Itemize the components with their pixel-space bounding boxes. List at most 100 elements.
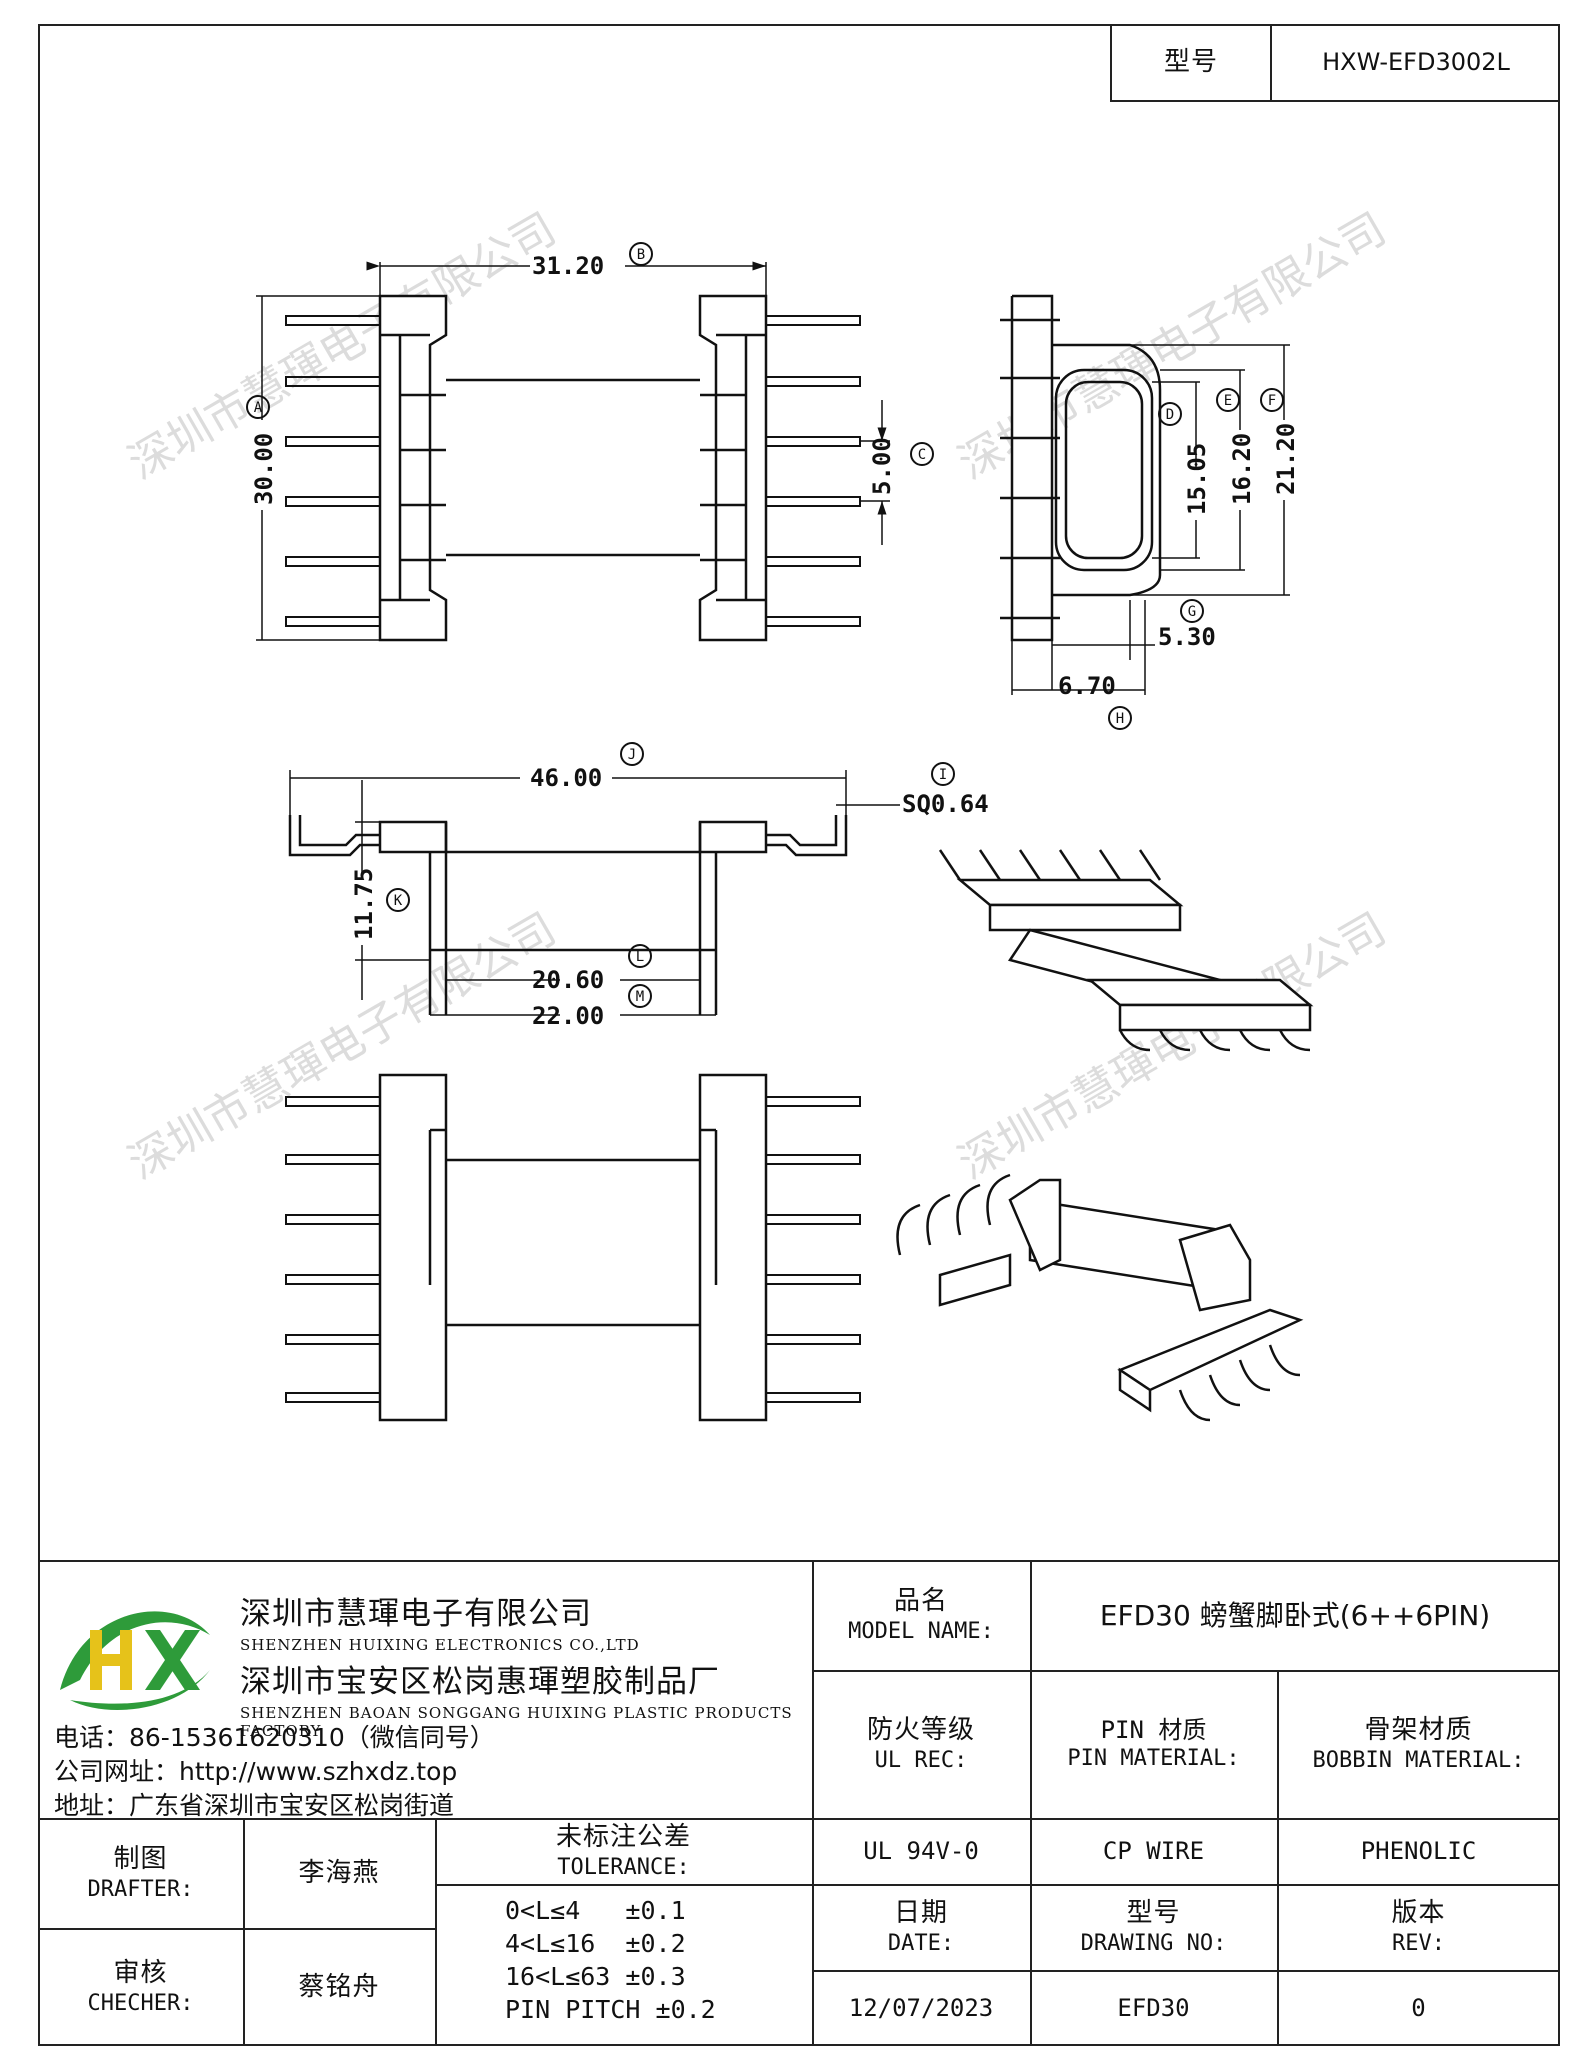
bobbin-value-cell: PHENOLIC [1277,1818,1560,1884]
ul-cn: 防火等级 [866,1715,975,1745]
model-name-en: MODEL NAME: [848,1618,994,1644]
checker-cn: 审核 [113,1958,168,1988]
marker-g: G [1188,604,1196,620]
dim-h-text: 6.70 [1058,672,1116,700]
factory-name-cn: 深圳市宝安区松岗惠琿塑胶制品厂 [240,1664,720,1700]
drafter-name: 李海燕 [298,1857,380,1888]
tolerance-item: 0<L≤4 ±0.1 [505,1896,686,1925]
drawing-no-value-cell: EFD30 [1030,1970,1277,2046]
title-block-top [38,1560,1560,1562]
checker-label-cell: 审核 CHECHER: [38,1928,243,2046]
rev-value: 0 [1411,1994,1426,2022]
dim-a-text: 30.00 [250,433,278,505]
dim-k-text: 11.75 [350,868,378,940]
watermark-text: 深圳市慧琿电子有限公司 [120,903,565,1189]
model-label-cell: 型号 [1110,24,1270,102]
grid-line [38,1818,1560,1820]
ul-value: UL 94V-0 [863,1837,979,1865]
drawing-en: DRAWING NO: [1080,1930,1227,1956]
marker-h: H [1116,711,1124,727]
tolerance-item: 4<L≤16 ±0.2 [505,1929,686,1958]
marker-k: K [394,893,403,909]
marker-f: F [1268,393,1276,409]
marker-a: A [254,400,263,416]
marker-c: C [918,447,926,463]
dim-d-text: 15.05 [1183,443,1211,515]
marker-i: I [939,767,947,783]
model-value-cell: HXW-EFD3002L [1270,24,1560,102]
tolerance-item: PIN PITCH ±0.2 [505,1995,716,2024]
ul-value-cell: UL 94V-0 [812,1818,1030,1884]
tolerance-item: 16<L≤63 ±0.3 [505,1962,686,1991]
grid-line [812,1970,1560,1972]
company-phone: 电话：86-15361620310（微信同号） [54,1723,495,1752]
side-view [1000,294,1290,695]
dim-m-text: 22.00 [532,1002,604,1030]
grid-line [1030,1560,1032,2046]
dim-f-text: 21.20 [1272,423,1300,495]
rev-label-cell: 版本 REV: [1277,1884,1560,1970]
grid-line [243,1818,245,2046]
pin-en: PIN MATERIAL: [1067,1746,1240,1772]
front-view [288,770,900,1016]
company-name-cn: 深圳市慧琿电子有限公司 [240,1596,592,1632]
watermark-text: 深圳市慧琿电子有限公司 [950,903,1395,1189]
date-cn: 日期 [893,1898,948,1928]
company-website[interactable]: 公司网址：http://www.szhxdz.top [54,1757,458,1786]
isometric-view-top [938,849,1314,1052]
checker-en: CHECHER: [87,1990,194,2016]
model-value: HXW-EFD3002L [1322,48,1510,76]
dim-b-text: 31.20 [532,252,604,280]
rev-value-cell: 0 [1277,1970,1560,2046]
company-name-en: SHENZHEN HUIXING ELECTRONICS CO.,LTD [240,1636,640,1654]
drawing-frame [38,24,1560,2046]
dim-g-text: 5.30 [1158,623,1216,651]
marker-j: J [628,747,636,763]
tolerance-list: 0<L≤4 ±0.1 4<L≤16 ±0.2 16<L≤63 ±0.3 PIN … [505,1894,716,2026]
company-logo [60,1611,210,1710]
pin-material-label-cell: PIN 材质 PIN MATERIAL: [1030,1670,1277,1818]
rev-en: REV: [1392,1930,1445,1956]
model-label: 型号 [1163,46,1218,77]
bobbin-en: BOBBIN MATERIAL: [1312,1747,1525,1773]
top-view [256,261,890,642]
drawing-no-label-cell: 型号 DRAWING NO: [1030,1884,1277,1970]
company-address: 地址：广东省深圳市宝安区松岗街道 [54,1791,455,1820]
factory-name-en: SHENZHEN BAOAN SONGGANG HUIXING PLASTIC … [240,1704,793,1740]
grid-line [812,1670,1560,1672]
grid-line [1277,1670,1279,2046]
checker-name: 蔡铭舟 [298,1971,380,2002]
date-en: DATE: [887,1930,955,1956]
grid-line [435,1884,812,1886]
drafter-label-cell: 制图 DRAFTER: [38,1818,243,1928]
grid-line [812,1884,1560,1886]
tolerance-cn: 未标注公差 [555,1822,691,1852]
grid-line [435,1818,437,2046]
company-block: 深圳市慧琿电子有限公司 SHENZHEN HUIXING ELECTRONICS… [60,1580,810,1820]
dim-i-text: SQ0.64 [902,790,989,818]
checker-name-cell: 蔡铭舟 [243,1928,435,2046]
drawing-cn: 型号 [1126,1898,1181,1928]
dim-e-text: 16.20 [1228,433,1256,505]
tolerance-en: TOLERANCE: [557,1854,690,1880]
model-name-cn: 品名 [893,1586,948,1616]
date-value-cell: 12/07/2023 [812,1970,1030,2046]
pin-cn: PIN 材质 [1100,1716,1207,1745]
bobbin-cn: 骨架材质 [1364,1715,1473,1745]
rev-cn: 版本 [1391,1898,1446,1928]
drafter-name-cell: 李海燕 [243,1818,435,1928]
model-name-value-cell: EFD30 螃蟹脚卧式(6++6PIN) [1030,1560,1560,1670]
model-name-label-cell: 品名 MODEL NAME: [812,1560,1030,1670]
bobbin-value: PHENOLIC [1360,1837,1477,1865]
dim-j-text: 46.00 [530,764,602,792]
bobbin-material-label-cell: 骨架材质 BOBBIN MATERIAL: [1277,1670,1560,1818]
dim-l-text: 20.60 [532,966,604,994]
pin-value: CP WIRE [1102,1837,1205,1865]
date-value: 12/07/2023 [848,1994,994,2022]
isometric-view-bottom [896,1173,1304,1422]
bottom-view [285,1073,861,1422]
drafter-en: DRAFTER: [87,1876,194,1902]
drafter-cn: 制图 [113,1844,168,1874]
marker-l: L [636,949,644,965]
grid-line [38,1928,435,1930]
